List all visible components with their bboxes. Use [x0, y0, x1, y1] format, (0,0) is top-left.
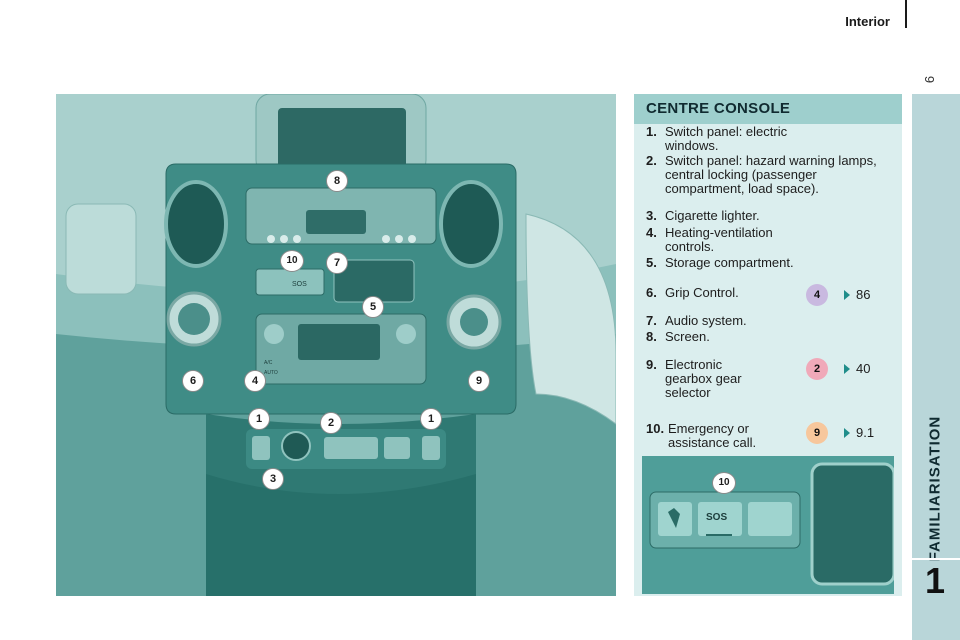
- page-ref-emergency-call[interactable]: 9 9.1: [800, 422, 874, 444]
- callout-1-right: 1: [420, 408, 442, 430]
- legend-item-number: 6.: [646, 285, 657, 300]
- arrow-right-icon: [844, 290, 850, 300]
- legend-item-number: 2.: [646, 153, 657, 168]
- arrow-right-icon: [844, 364, 850, 374]
- chapter-tab: [912, 94, 960, 640]
- callout-3: 3: [262, 468, 284, 490]
- legend-item-number: 10.: [646, 421, 665, 436]
- chapter-tab-label: FAMILIARISATION: [926, 415, 944, 562]
- legend-item-number: 3.: [646, 208, 657, 223]
- callout-8: 8: [326, 170, 348, 192]
- page-ref-number: 40: [856, 361, 871, 376]
- callout-10: 10: [280, 250, 304, 272]
- legend-item-text: Storage compartment.: [665, 255, 794, 270]
- chapter-divider: [912, 558, 960, 560]
- chapter-badge: 2: [806, 358, 828, 380]
- legend-item-text: Emergency or assistance call.: [668, 421, 757, 450]
- legend-item-number: 1.: [646, 124, 657, 139]
- centre-console-illustration: SOS A/C AUTO 8 10 7 5 6 4 9 1 2 1 3: [56, 94, 616, 596]
- sos-panel-drawing: [642, 456, 894, 594]
- chapter-badge: 4: [806, 284, 828, 306]
- legend-item-text: Electronic gearbox gear selector: [665, 357, 742, 400]
- callout-7: 7: [326, 252, 348, 274]
- legend-item-number: 9.: [646, 357, 657, 372]
- callout-4: 4: [244, 370, 266, 392]
- page-number: 9: [922, 75, 938, 84]
- legend-item-text: Screen.: [665, 329, 710, 344]
- legend-item-number: 5.: [646, 255, 657, 270]
- callout-6: 6: [182, 370, 204, 392]
- page-ref-number: 9.1: [856, 425, 875, 440]
- legend-item-number: 7.: [646, 313, 657, 328]
- inset-callout-10: 10: [712, 472, 736, 494]
- callout-1-left: 1: [248, 408, 270, 430]
- legend-item-text: Cigarette lighter.: [665, 208, 760, 223]
- photo-auto-label: AUTO: [264, 370, 278, 376]
- callout-9: 9: [468, 370, 490, 392]
- section-title: Interior: [845, 14, 890, 29]
- chapter-number: 1: [925, 560, 946, 601]
- inset-sos-label: SOS: [706, 512, 728, 523]
- page-ref-number: 86: [856, 287, 871, 302]
- page-ref-gear-selector[interactable]: 2 40: [800, 358, 870, 380]
- header-divider: [905, 0, 907, 28]
- arrow-right-icon: [844, 428, 850, 438]
- legend-item-number: 8.: [646, 329, 657, 344]
- legend-header: CENTRE CONSOLE: [634, 94, 902, 124]
- sos-panel-inset: 10 SOS: [642, 456, 894, 594]
- legend-item-text: Heating-ventilation controls.: [665, 225, 773, 254]
- legend-item-text: Switch panel: hazard warning lamps, cent…: [665, 153, 877, 196]
- legend-title: CENTRE CONSOLE: [646, 100, 791, 117]
- legend-item-text: Grip Control.: [665, 285, 739, 300]
- page-ref-grip-control[interactable]: 4 86: [800, 284, 870, 306]
- photo-sos-label: SOS: [292, 281, 307, 288]
- legend-item-number: 4.: [646, 225, 657, 240]
- callout-2: 2: [320, 412, 342, 434]
- callout-5: 5: [362, 296, 384, 318]
- legend-item-text: Audio system.: [665, 313, 747, 328]
- photo-ac-label: A/C: [264, 360, 273, 366]
- legend-item-text: Switch panel: electric windows.: [665, 124, 788, 153]
- chapter-badge: 9: [806, 422, 828, 444]
